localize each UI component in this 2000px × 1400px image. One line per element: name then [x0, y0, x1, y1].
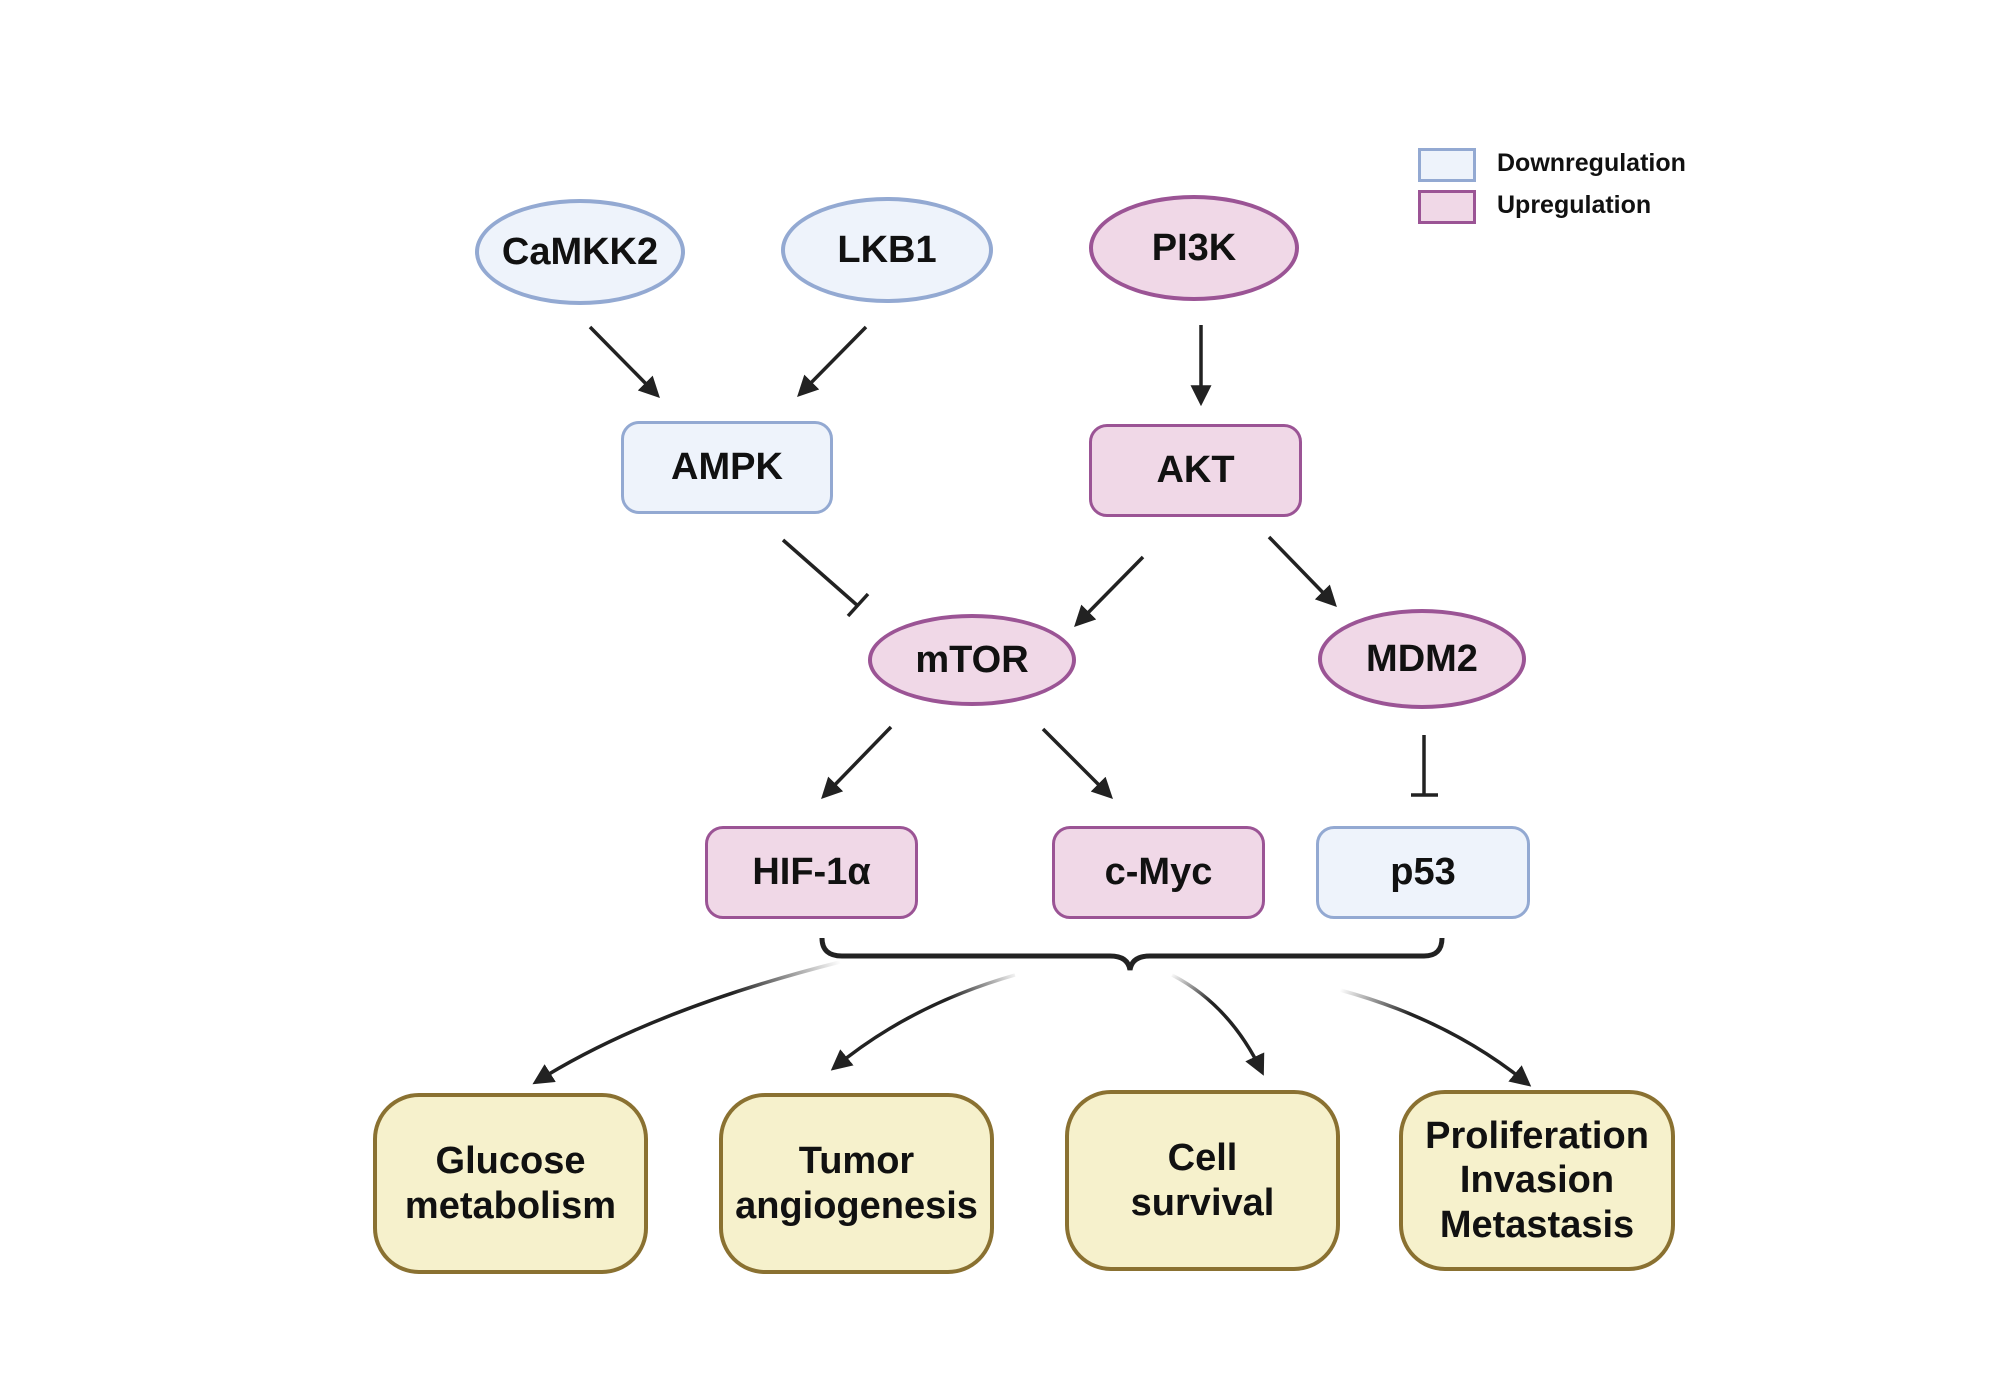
arrow-mtor-hif1a: [821, 725, 893, 800]
node-mtor-label: mTOR: [915, 638, 1029, 681]
node-hif1a: HIF-1α: [705, 826, 918, 919]
node-cmyc: c-Myc: [1052, 826, 1265, 919]
grouping-brace: [819, 937, 1445, 971]
node-mtor: mTOR: [868, 614, 1076, 706]
node-pi3k-label: PI3K: [1151, 226, 1237, 269]
node-akt-label: AKT: [1156, 449, 1235, 491]
legend-label-upregulation: Upregulation: [1497, 191, 1652, 219]
outcome-cell-line-2: survival: [1130, 1181, 1275, 1224]
node-pi3k: PI3K: [1089, 195, 1299, 301]
outcome-prolif-line-2: Invasion: [1459, 1159, 1615, 1202]
node-lkb1-label: LKB1: [837, 228, 937, 271]
node-cmyc-label: c-Myc: [1104, 851, 1213, 893]
node-ampk: AMPK: [621, 421, 833, 514]
arrow-mtor-cmyc: [1041, 727, 1113, 799]
arrow-akt-mdm2: [1267, 535, 1337, 608]
outcome-prolif-line-1: Proliferation: [1425, 1115, 1649, 1158]
node-camkk2: CaMKK2: [475, 199, 685, 305]
arrow-to-tumor: [830, 973, 1016, 1071]
arrow-akt-mtor: [1074, 555, 1145, 627]
outcome-tumor-line-1: Tumor: [798, 1140, 915, 1183]
inhibit-ampk-mtor-bar: [846, 592, 870, 618]
outcome-glucose-line-1: Glucose: [435, 1140, 586, 1183]
outcome-cell-line-1: Cell: [1167, 1137, 1238, 1180]
arrow-lkb1-ampk: [797, 325, 868, 397]
node-hif1a-label: HIF-1α: [752, 851, 871, 893]
node-camkk2-label: CaMKK2: [501, 230, 659, 273]
node-akt: AKT: [1089, 424, 1302, 517]
outcome-tumor-line-2: angiogenesis: [735, 1184, 978, 1227]
arrow-to-glucose: [532, 960, 841, 1085]
node-mdm2-label: MDM2: [1366, 637, 1478, 680]
node-mdm2: MDM2: [1318, 609, 1526, 709]
node-lkb1: LKB1: [781, 197, 993, 303]
arrow-to-cell: [1171, 973, 1265, 1076]
outcome-proliferation-invasion-metastasis: Proliferation Invasion Metastasis: [1399, 1090, 1675, 1271]
arrow-to-prolif: [1339, 988, 1532, 1087]
legend-swatch-upregulation: [1418, 190, 1476, 224]
inhibit-ampk-mtor: [781, 538, 860, 608]
outcome-glucose-line-2: metabolism: [404, 1184, 617, 1227]
node-p53: p53: [1316, 826, 1530, 919]
arrow-camkk2-ampk: [588, 325, 660, 398]
outcome-tumor-angiogenesis: Tumor angiogenesis: [719, 1093, 994, 1274]
outcome-glucose-metabolism: Glucose metabolism: [373, 1093, 648, 1274]
node-ampk-label: AMPK: [671, 446, 783, 488]
node-p53-label: p53: [1390, 851, 1456, 893]
legend-label-downregulation: Downregulation: [1497, 149, 1686, 177]
outcome-cell-survival: Cell survival: [1065, 1090, 1340, 1271]
outcome-prolif-line-3: Metastasis: [1439, 1203, 1635, 1246]
legend-swatch-downregulation: [1418, 148, 1476, 182]
